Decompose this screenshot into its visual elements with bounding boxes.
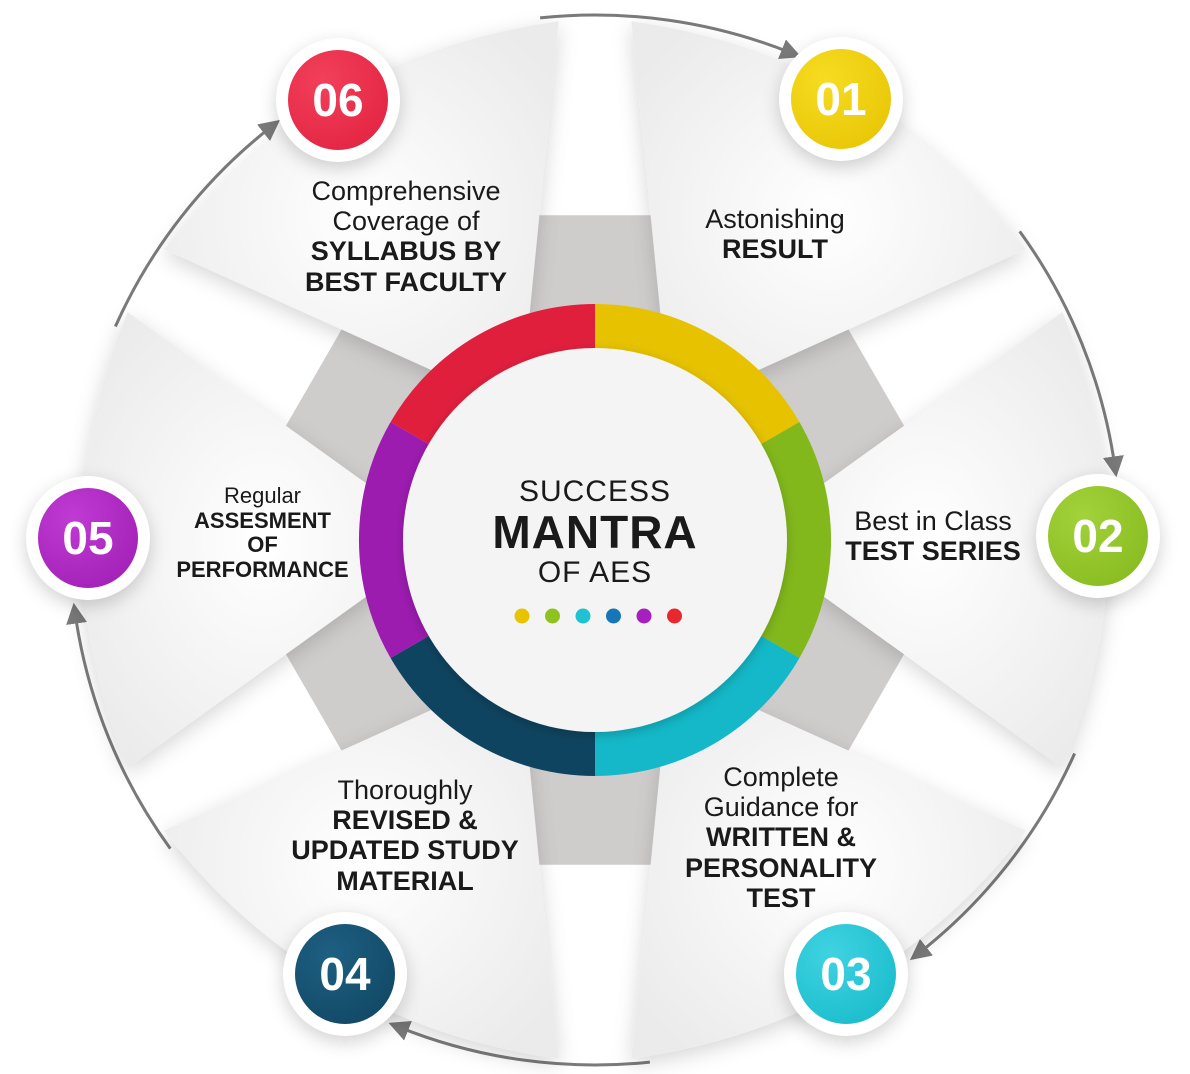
petal-04	[163, 669, 559, 1059]
step-label-06: Comprehensive Coverage of SYLLABUS BY BE…	[270, 176, 542, 297]
center-dot-2	[545, 608, 560, 624]
step-02-light-line-1: Best in Class	[854, 506, 1012, 536]
petal-02	[745, 312, 1109, 768]
step-01-light-line-1: Astonishing	[705, 204, 845, 234]
step-label-05: Regular ASSESMENT OF PERFORMANCE	[160, 483, 365, 583]
step-number-06: 06	[288, 50, 388, 150]
ring-segment-04	[390, 634, 596, 776]
step-05-bold-line-3: PERFORMANCE	[176, 556, 349, 582]
step-badge-01: 01	[779, 37, 903, 161]
step-label-02: Best in Class TEST SERIES	[818, 506, 1048, 566]
ring-segment-02	[759, 422, 831, 658]
step-label-01: Astonishing RESULT	[650, 204, 900, 264]
step-badge-04: 04	[283, 912, 407, 1036]
step-06-bold-line-2: BEST FACULTY	[305, 266, 507, 297]
step-04-bold-line-2: UPDATED STUDY	[291, 835, 519, 866]
cycle-arrow-5	[66, 602, 172, 850]
step-04-bold-line-3: MATERIAL	[336, 865, 474, 896]
step-badge-06: 06	[276, 38, 400, 162]
step-03-bold-line-1: WRITTEN &	[706, 822, 856, 853]
step-03-bold-line-3: TEST	[746, 882, 816, 913]
cycle-arrow-4	[388, 1020, 651, 1067]
center-title: SUCCESS MANTRA OF AES	[445, 475, 745, 589]
petal-01	[631, 21, 1027, 411]
step-label-04: Thoroughly REVISED & UPDATED STUDY MATER…	[265, 775, 545, 896]
step-04-light-line-1: Thoroughly	[337, 775, 473, 805]
center-disc	[403, 348, 787, 732]
center-line-1: SUCCESS	[518, 475, 672, 508]
step-badge-05: 05	[26, 476, 150, 600]
cycle-arrow-2	[1018, 230, 1124, 478]
step-06-light-line-2: Coverage of	[332, 206, 480, 237]
ring-segment-03	[594, 634, 800, 776]
step-05-bold-line-1: ASSESMENT	[194, 507, 331, 533]
center-dot-3	[575, 608, 591, 624]
center-dot-5	[636, 608, 652, 624]
step-04-bold-line-1: REVISED &	[332, 805, 478, 836]
step-05-light-line-1: Regular	[223, 483, 302, 508]
step-03-light-line-1: Complete	[723, 762, 839, 792]
step-06-light-line-1: Comprehensive	[311, 176, 501, 206]
cycle-arrow-6	[114, 119, 281, 328]
step-05-bold-line-2: OF	[247, 532, 278, 558]
step-number-05: 05	[38, 488, 138, 588]
step-number-02: 02	[1048, 486, 1148, 586]
step-number-01: 01	[791, 49, 891, 149]
center-dot-1	[514, 608, 530, 624]
petal-05	[81, 312, 446, 768]
step-01-bold-line-1: RESULT	[722, 234, 828, 265]
center-line-2: MANTRA	[492, 506, 698, 558]
ring-segment-06	[390, 304, 596, 446]
step-label-03: Complete Guidance for WRITTEN & PERSONAL…	[646, 762, 916, 913]
step-badge-02: 02	[1036, 474, 1160, 598]
step-02-bold-line-1: TEST SERIES	[845, 536, 1021, 567]
step-03-light-line-2: Guidance for	[703, 792, 859, 823]
ring-segment-01	[594, 304, 800, 446]
step-06-bold-line-1: SYLLABUS BY	[310, 236, 502, 267]
center-dot-6	[667, 608, 682, 624]
center-dot-4	[606, 608, 621, 624]
step-number-03: 03	[796, 924, 896, 1024]
step-number-04: 04	[295, 924, 395, 1024]
cycle-arrow-3	[909, 752, 1076, 961]
petal-03	[631, 669, 1027, 1059]
cycle-arrow-1	[539, 13, 802, 60]
step-badge-03: 03	[784, 912, 908, 1036]
step-03-bold-line-2: PERSONALITY	[684, 852, 878, 883]
ring-segment-05	[359, 422, 431, 658]
petal-06	[163, 21, 559, 411]
center-line-3: OF AES	[537, 556, 653, 590]
